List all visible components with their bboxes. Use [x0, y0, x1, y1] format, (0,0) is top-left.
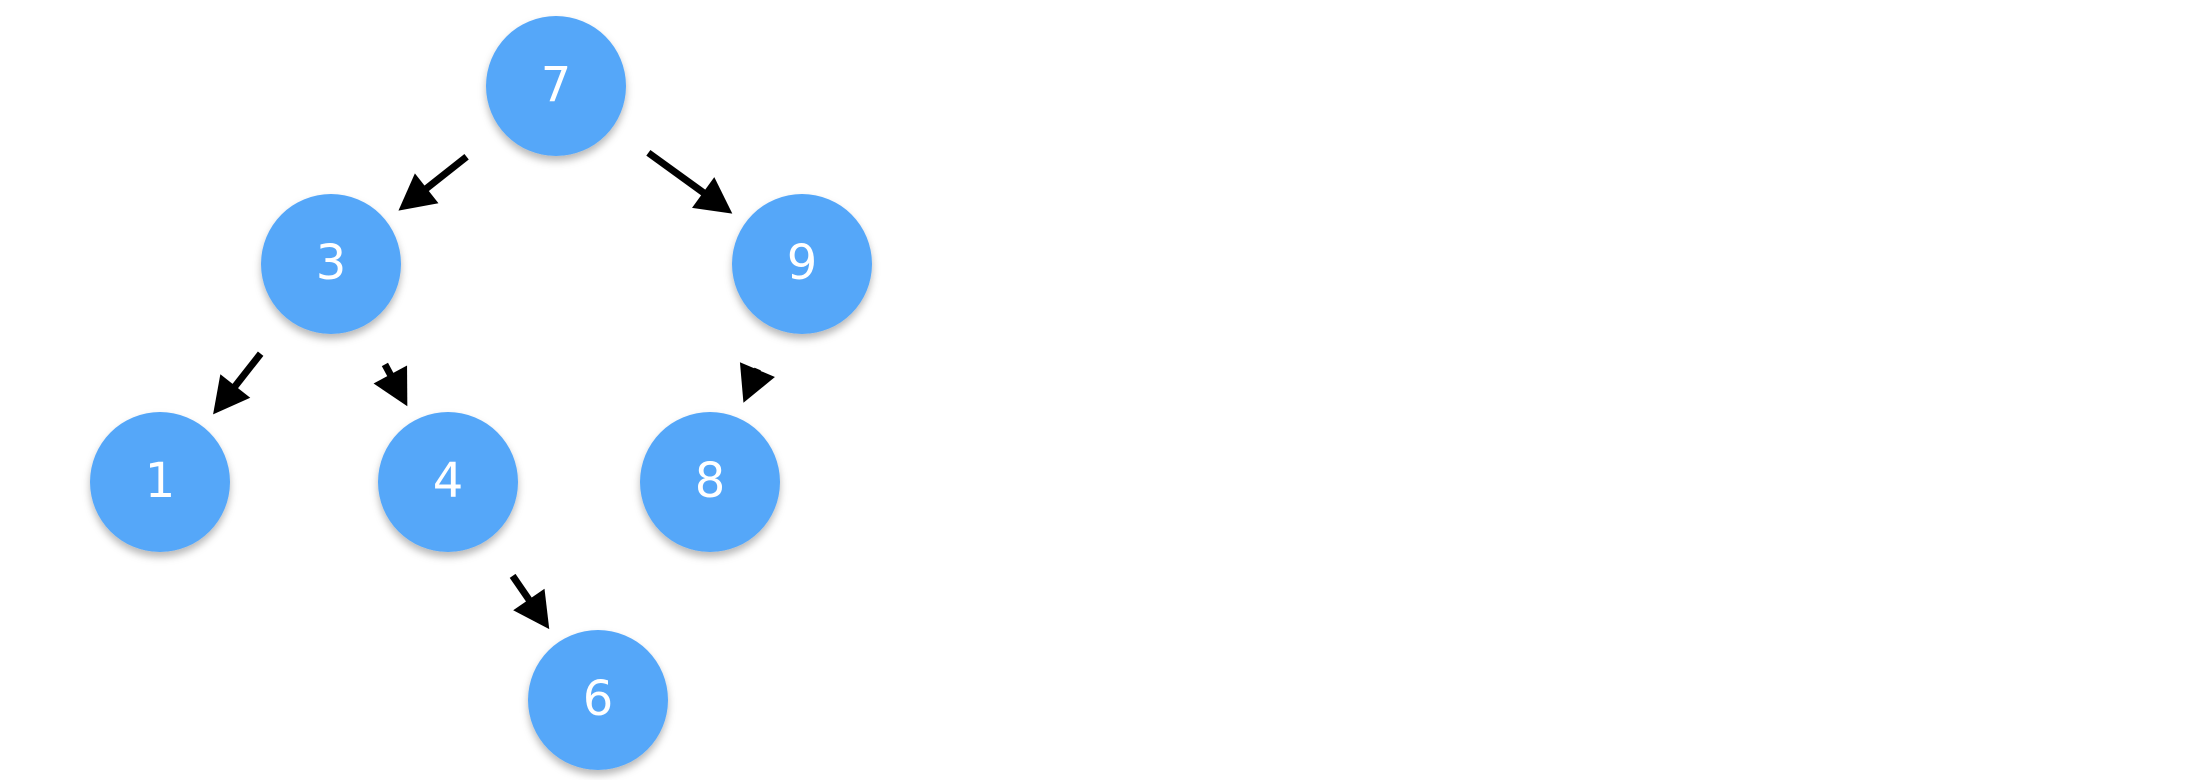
node-label: 8: [695, 453, 726, 509]
tree-node-3: 3: [261, 194, 401, 334]
tree-node-8: 8: [640, 412, 780, 552]
edge-line: [646, 149, 710, 199]
edge-line: [420, 153, 469, 195]
node-circle: [261, 194, 401, 334]
edge-n3-n1: [213, 351, 264, 415]
node-label: 7: [541, 57, 572, 113]
node-label: 6: [583, 671, 614, 727]
node-circle: [640, 412, 780, 552]
node-circle: [90, 412, 230, 552]
arrowhead-icon: [373, 365, 408, 407]
tree-node-9: 9: [732, 194, 872, 334]
node-circle: [378, 412, 518, 552]
edge-n7-n9: [646, 149, 733, 214]
node-circle: [732, 194, 872, 334]
arrowhead-icon: [213, 374, 251, 415]
edge-n9-n8: [739, 362, 775, 403]
node-label: 4: [433, 453, 464, 509]
node-circle: [486, 16, 626, 156]
tree-node-6: 6: [528, 630, 668, 770]
node-label: 3: [316, 235, 347, 291]
arrowhead-icon: [692, 177, 733, 214]
edge-n4-n6: [509, 573, 550, 630]
edge-line: [509, 573, 535, 606]
tree-node-7: 7: [486, 16, 626, 156]
nodes-layer: 7 3 9 1 4 8 6: [90, 16, 872, 770]
arrowhead-icon: [398, 173, 439, 211]
tree-node-4: 4: [378, 412, 518, 552]
node-circle: [528, 630, 668, 770]
node-label: 9: [787, 235, 818, 291]
edge-n7-n3: [398, 153, 469, 211]
arrowhead-icon: [739, 362, 775, 403]
edge-line: [229, 351, 264, 393]
node-label: 1: [145, 453, 176, 509]
edge-n3-n4: [373, 362, 408, 407]
tree-node-1: 1: [90, 412, 230, 552]
arrowhead-icon: [513, 588, 550, 630]
edges-layer: [213, 149, 775, 630]
